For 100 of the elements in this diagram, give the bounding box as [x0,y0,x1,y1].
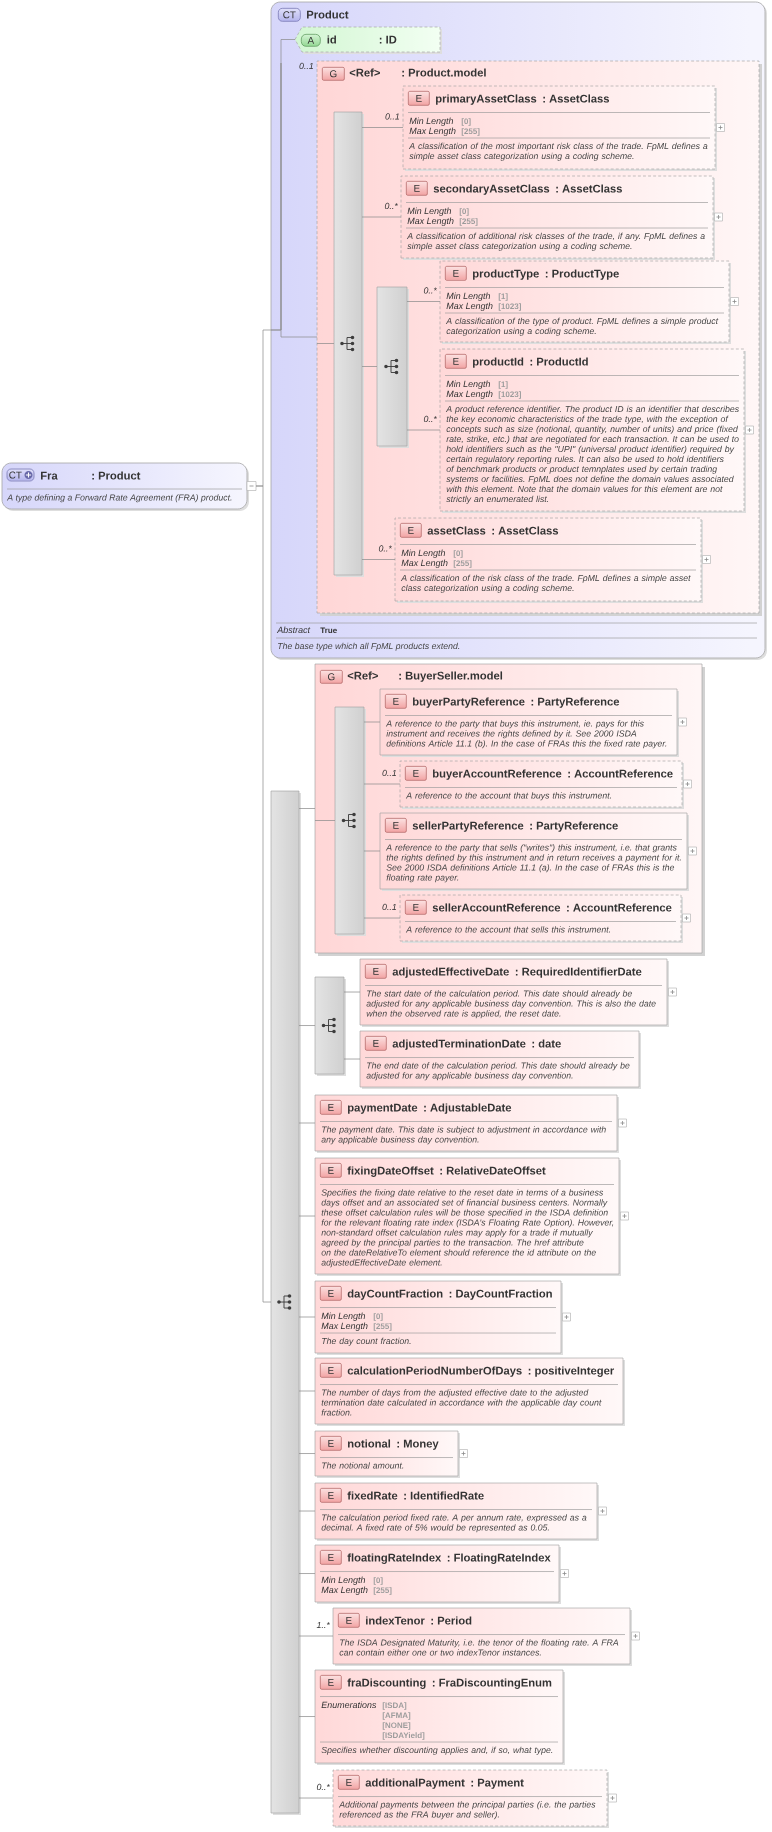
complex-type-badge: CT [6,468,35,482]
multiplicity-label: 0..1 [299,62,313,70]
description: A reference to the party that sells ("writes") this instrument, i.e. that grants the rights defined by this instrument and in return receives a payment for it. See 2000 ISDA definitions Article 11.1 (a). In the case of FRAs this is the floating rate payer. [385,844,681,883]
element-badge: E [385,818,407,833]
property-value: True [320,627,337,634]
property-label: Min Length [446,292,491,301]
connector-line [298,1510,316,1512]
description: Specifies the fixing date relative to the reset date in terms of a business days offset and an associated set of financial business centers. Normally these offset calculation rules will be those specified in the ISDA definition for the relevant floating rate index (ISDA's Floating Rate Option). However, non-standard offset calculation rules may apply for a trade if mutually agreed by the principal parties to the transaction. The href attribute on the dateRelativeTo element should reference the id attribute on the adjustedEffectiveDate element. [321,1189,614,1268]
type-name: : Period [431,1616,472,1625]
attribute-badge: A [301,34,321,47]
element-badge: E [320,1436,342,1451]
property-label: Enumerations [321,1701,377,1709]
connector-line [363,917,401,919]
connector-line [361,366,378,367]
connector-line [270,62,318,338]
property-label: Max Length [409,127,456,136]
element-name: fixingDateOffset [347,1166,434,1177]
connector-line [298,808,316,809]
connector-line [255,485,272,1303]
type-name: : AccountReference [567,903,672,912]
element-name: assetClass [427,526,486,535]
element-badge: E [445,266,467,281]
connector-line [298,1797,334,1799]
property-value: [255] [373,1323,392,1331]
element-name: secondaryAssetClass [433,184,550,195]
property-value: [255] [461,128,480,136]
element-name: productId [473,357,524,368]
element-name: buyerPartyReference [413,697,525,708]
type-name: : ProductId [530,357,588,366]
property-label: Max Length [446,302,493,311]
multiplicity-label: 0..* [384,202,398,210]
sequence-bar [333,111,364,577]
property-label: Max Length [407,217,454,226]
type-name: : positiveInteger [528,1366,614,1377]
description: Additional payments between the principal parties (i.e. the parties referenced as the FRA buyer and seller). [338,1801,596,1820]
property-value: [0] [461,118,471,126]
element-badge: E [320,1675,342,1690]
multiplicity-label: 1..* [316,1621,330,1628]
property-label: Min Length [409,117,454,126]
group-badge: G [322,67,345,81]
property-label: Min Length [407,207,452,216]
property-label: Min Length [446,380,491,389]
type-name: : IdentifiedRate [404,1491,484,1500]
description: A product reference identifier. The product ID is an identifier that describes the key economic characteristics of the trade type, with the exception of concepts such as size (notional, quantity, number of units) and price (fixed rate, strike, etc.) that are negotiated for each transaction. It can be used to hold identifiers such as the "UPI" (universal product identifier) required by certain regulatory reporting rules. It can also be used to hold identifiers of benchmark products or product temnplates used by certain trading systems or facilities. FpML does not define the domain values associated with this element. Note that the domain values for this element are not strictly an enumerated list. [445,405,739,504]
property-value: [AFMA] [382,1712,411,1720]
element-box [359,1030,641,1089]
sequence-bar [376,286,409,448]
element-name: paymentDate [348,1103,418,1114]
property-label: Abstract [276,626,311,634]
element-name: calculationPeriodNumberOfDays [347,1366,522,1377]
type-name: : AccountReference [568,769,673,778]
element-name: primaryAssetClass [436,94,537,105]
description: The day count fraction. [322,1337,411,1346]
sequence-bar [270,790,301,1815]
description: A classification of the risk class of the trade. FpML defines a simple asset class categorization using a coding scheme. [400,574,691,593]
element-name: fixedRate [347,1491,398,1500]
element-badge: E [406,181,428,196]
connector-line [298,1215,316,1217]
element-name: dayCountFraction [347,1289,443,1300]
multiplicity-label: 0..1 [385,113,399,120]
element-name: adjustedEffectiveDate [392,967,509,978]
element-badge: E [365,1036,387,1051]
type-name: : Money [397,1439,439,1450]
property-value: [255] [453,560,472,568]
property-value: [0] [373,1313,383,1321]
property-label: Min Length [401,549,446,558]
description: The notional amount. [322,1462,404,1469]
element-badge: E [385,694,407,709]
element-badge: E [338,1775,360,1790]
type-name: : AssetClass [492,526,559,535]
connector-line [361,216,402,218]
description: A classification of the type of product. FpML defines a simple product categorization using a coding scheme. [445,317,719,336]
element-name: additionalPayment [365,1778,465,1789]
multiplicity-label: 0..1 [382,903,396,911]
complex-type-name: Fra [41,471,58,480]
property-label: Max Length [446,390,493,399]
attribute-name: id [327,35,336,44]
connector-line [298,1122,316,1124]
element-badge: E [320,1363,342,1378]
element-name: sellerAccountReference [432,903,561,912]
attribute-box [294,26,442,54]
type-name: : date [532,1039,561,1048]
element-badge: E [320,1488,342,1503]
element-name: adjustedTerminationDate [392,1039,526,1050]
connector-line [314,820,336,821]
connector-line [298,1716,316,1717]
element-badge: E [320,1550,342,1565]
type-name: : AssetClass [543,94,610,103]
type-name: : AdjustableDate [424,1103,512,1114]
element-name: productType [473,269,539,280]
property-value: [NONE] [382,1722,411,1730]
description: A type defining a Forward Rate Agreement (FRA) product. [6,494,232,503]
connector-line [298,1453,316,1454]
complex-type-badge: CT [278,8,301,22]
element-name: floatingRateIndex [347,1553,442,1564]
type-name: : Product [92,471,141,480]
multiplicity-label: 0..* [316,1783,330,1791]
element-badge: E [320,1163,342,1178]
property-value: [1] [498,381,508,389]
complex-type-name: Product [307,10,349,19]
